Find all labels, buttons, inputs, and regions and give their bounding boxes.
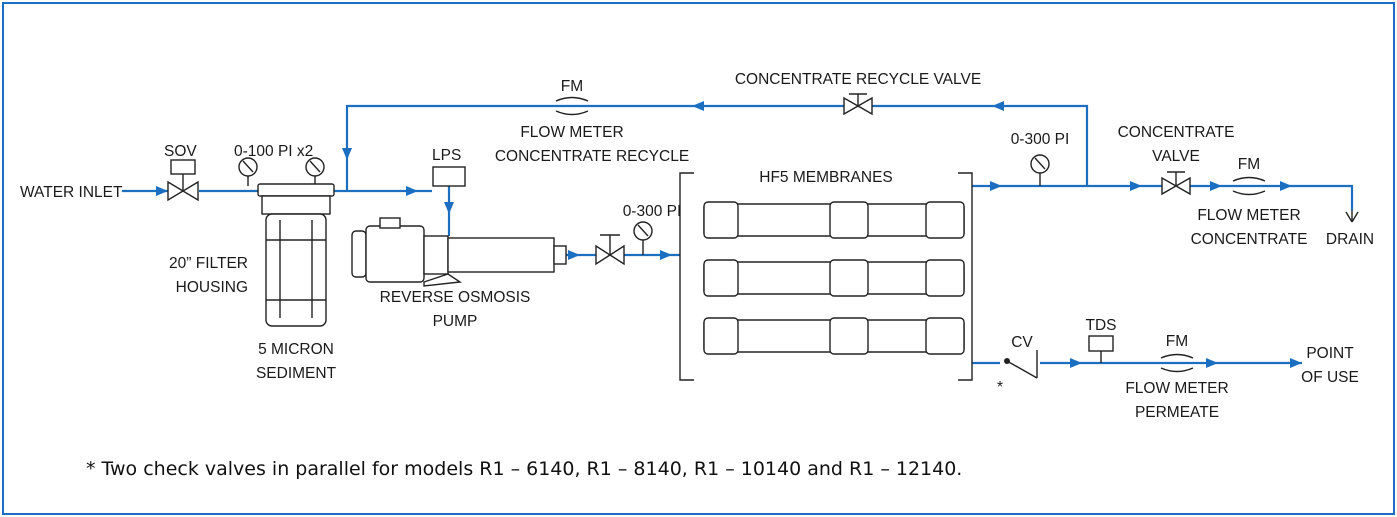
label-inlet-gauges: 0-100 PI x2	[234, 143, 313, 160]
membrane-vessel	[703, 317, 965, 355]
flow-meter-icon	[1232, 176, 1266, 196]
arrow-permeate-2	[1206, 358, 1218, 368]
pressure-gauge-icon	[238, 157, 258, 186]
arrow-conc-fm	[1210, 181, 1222, 191]
concentrate-valve	[1161, 171, 1191, 196]
label-tds: TDS	[1086, 317, 1117, 334]
label-flow-meter-permeate-1: FLOW METER	[1125, 380, 1228, 397]
label-cv-asterisk: *	[997, 379, 1003, 396]
label-sov: SOV	[164, 143, 197, 160]
label-concentrate-valve-1: CONCENTRATE	[1118, 124, 1235, 141]
arrow-to-lps	[406, 186, 418, 196]
label-fm-concentrate: FM	[1238, 156, 1260, 173]
arrow-recycle-left-2	[992, 101, 1004, 111]
label-point-of-use-1: POINT	[1306, 345, 1354, 362]
label-filter-housing-2: HOUSING	[176, 279, 248, 296]
label-filter-housing-1: 20” FILTER	[169, 255, 248, 272]
pressure-gauge-icon	[1030, 154, 1050, 186]
arrow-point-of-use	[1290, 358, 1302, 368]
label-flow-meter-permeate-2: PERMEATE	[1135, 404, 1219, 421]
label-fm-recycle: FM	[561, 78, 583, 95]
labels: WATER INLET SOV 0-100 PI x2 20” FILTER H…	[20, 71, 1374, 421]
label-fm-permeate: FM	[1166, 333, 1188, 350]
label-flow-meter-recycle-1: FLOW METER	[520, 124, 623, 141]
drain-icon	[1345, 210, 1359, 223]
arrow-recycle-down	[342, 148, 352, 160]
lps-switch-icon	[432, 166, 466, 187]
membrane-vessel	[703, 201, 965, 239]
label-water-inlet: WATER INLET	[20, 184, 123, 201]
concentrate-recycle-valve	[843, 93, 873, 116]
label-drain: DRAIN	[1326, 231, 1374, 248]
flow-meter-icon	[1160, 353, 1194, 373]
label-point-of-use-2: OF USE	[1301, 369, 1359, 386]
arrow-conc-out	[990, 181, 1002, 191]
check-valve-icon	[1004, 350, 1038, 379]
pressure-gauge-icon	[633, 221, 653, 255]
label-cv: CV	[1011, 334, 1033, 351]
pump-outlet-valve	[595, 234, 625, 266]
label-lps: LPS	[432, 147, 461, 164]
arrow-to-drain	[1280, 181, 1292, 191]
flow-meter-icon	[555, 96, 589, 116]
label-conc-gauge: 0-300 PI	[1011, 131, 1070, 148]
flow-arrows	[156, 101, 1302, 368]
sov-valve	[167, 159, 199, 202]
label-pump-2: PUMP	[433, 313, 478, 330]
label-pump-1: REVERSE OSMOSIS	[380, 289, 531, 306]
pressure-gauge-icon	[305, 157, 325, 186]
tds-sensor-icon	[1088, 335, 1114, 363]
label-filter-media-2: SEDIMENT	[256, 365, 337, 382]
label-concentrate-valve-2: VALVE	[1152, 148, 1200, 165]
arrow-inlet	[156, 186, 168, 196]
arrow-to-conc-valve	[1130, 181, 1142, 191]
footnote: * Two check valves in parallel for model…	[86, 458, 962, 480]
label-filter-media-1: 5 MICRON	[258, 341, 334, 358]
filter-housing-icon	[257, 183, 335, 327]
arrow-recycle-left	[692, 101, 704, 111]
membrane-rack	[679, 172, 973, 381]
label-membranes: HF5 MEMBRANES	[759, 169, 893, 186]
label-flow-meter-concentrate-1: FLOW METER	[1197, 207, 1300, 224]
ro-pump-icon	[351, 217, 567, 287]
label-flow-meter-recycle-2: CONCENTRATE RECYCLE	[495, 148, 689, 165]
arrow-lps-down	[444, 202, 454, 214]
arrow-pump-out	[568, 250, 580, 260]
label-flow-meter-concentrate-2: CONCENTRATE	[1191, 231, 1308, 248]
membrane-vessel	[703, 259, 965, 297]
label-concentrate-recycle-valve: CONCENTRATE RECYCLE VALVE	[735, 71, 981, 88]
arrow-to-membranes	[660, 250, 672, 260]
label-pump-gauge: 0-300 PI	[623, 203, 682, 220]
arrow-permeate-1	[1070, 358, 1082, 368]
